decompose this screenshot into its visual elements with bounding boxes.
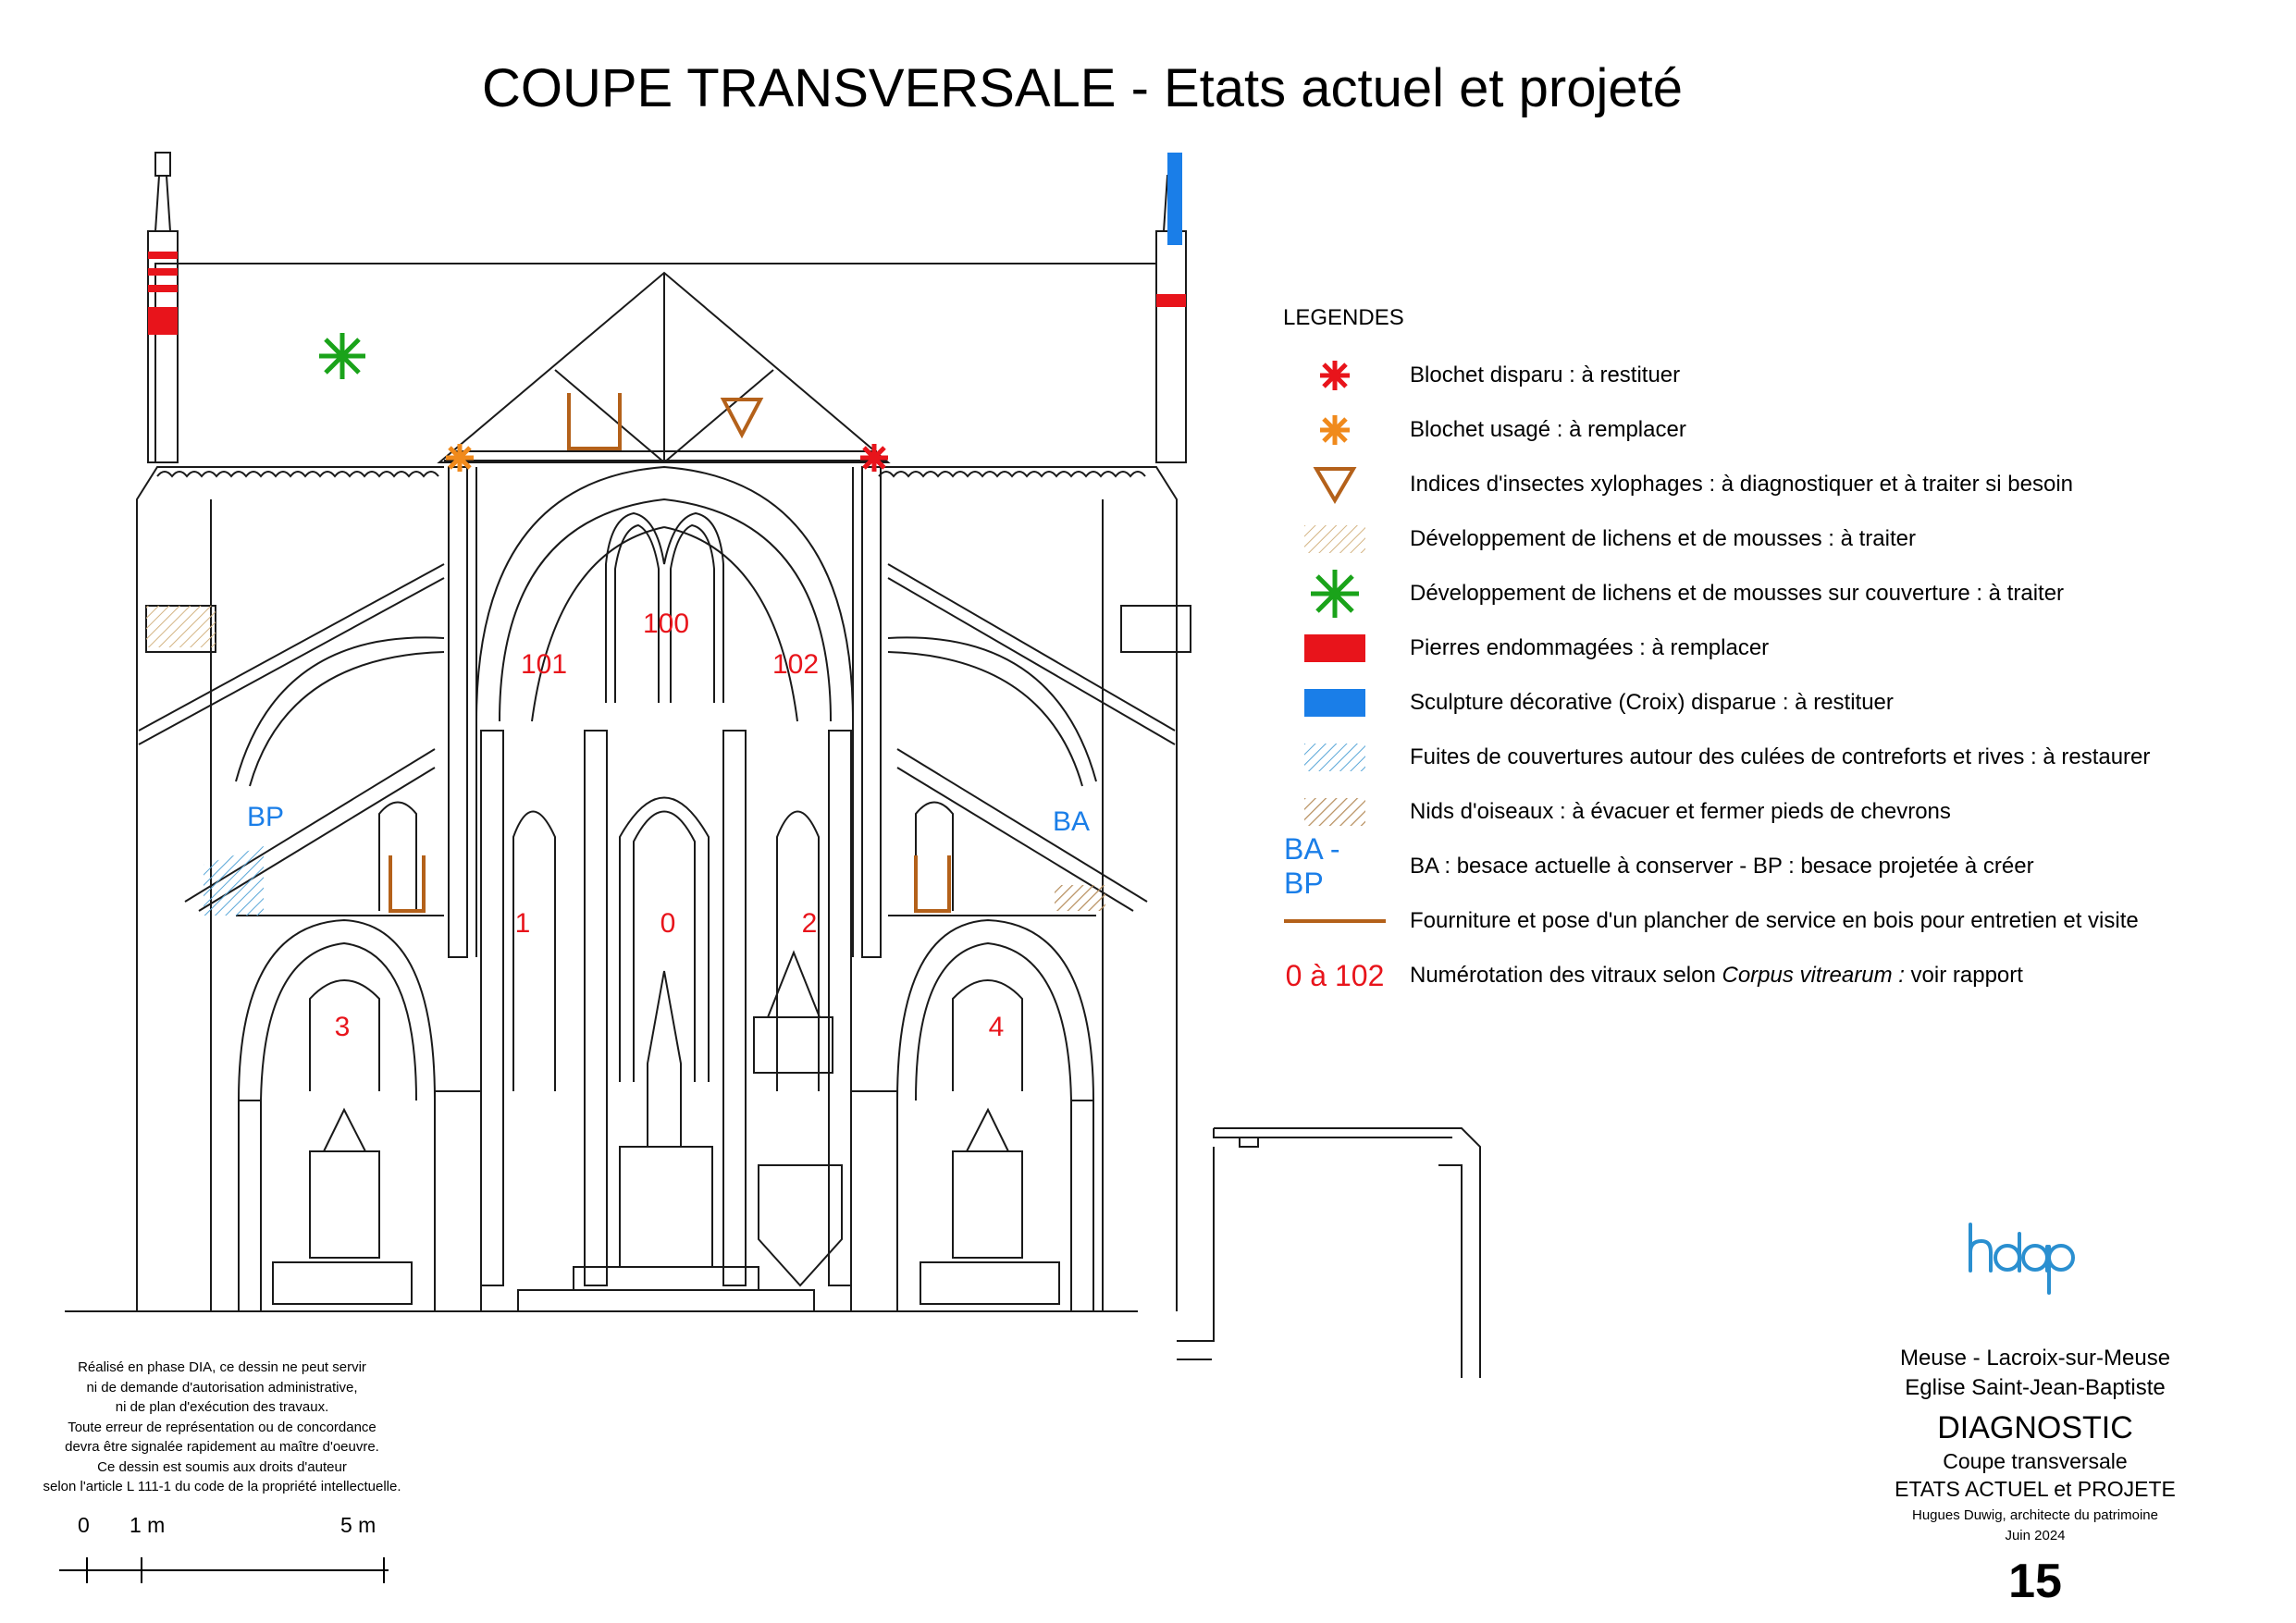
- scale-bar: 0 1 m 5 m: [56, 1513, 407, 1596]
- red-block-icon: [1284, 625, 1386, 671]
- legend-item-plancher: Fourniture et pose d'un plancher de serv…: [1284, 898, 2296, 944]
- legend-item-blochet-usage: Blochet usagé : à remplacer: [1284, 407, 2296, 453]
- legend-item-label: Blochet usagé : à remplacer: [1410, 417, 1686, 442]
- green-asterisk-icon: [1284, 570, 1386, 618]
- orange-asterisk-icon: [1284, 407, 1386, 453]
- cross-section-drawing: 100 101 102 0 1 2 3 4 BP BA: [65, 152, 1481, 1378]
- legend-item-pierres: Pierres endommagées : à remplacer: [1284, 625, 2296, 671]
- legend-item-lichens: Développement de lichens et de mousses :…: [1284, 516, 2296, 562]
- legend-heading: LEGENDES: [1283, 305, 1404, 330]
- window-number-100: 100: [643, 609, 689, 639]
- beige-hatch-icon: [1284, 516, 1386, 562]
- blue-hatch-icon: [1284, 734, 1386, 781]
- window-number-1: 1: [515, 908, 531, 939]
- brown-hatch-icon: [1284, 789, 1386, 835]
- legend-item-numerotation: 0 à 102 Numérotation des vitraux selon C…: [1284, 953, 2296, 999]
- legend-item-label: Fourniture et pose d'un plancher de serv…: [1410, 908, 2139, 933]
- tb-location: Meuse - Lacroix-sur-Meuse: [1899, 1346, 2171, 1371]
- brown-triangle-icon: [1284, 461, 1386, 508]
- legend-item-label: Développement de lichens et de mousses s…: [1410, 581, 2065, 606]
- window-number-0: 0: [660, 908, 676, 939]
- legend-item-blochet-disparu: Blochet disparu : à restituer: [1284, 352, 2296, 399]
- window-number-101: 101: [521, 649, 567, 680]
- legend-item-label: BA : besace actuelle à conserver - BP : …: [1410, 854, 2034, 879]
- legend-item-sculpture: Sculpture décorative (Croix) disparue : …: [1284, 680, 2296, 726]
- hdap-logo: [1961, 1221, 2081, 1295]
- scale-label-five: 5 m: [340, 1513, 376, 1537]
- window-number-2: 2: [802, 908, 818, 939]
- besace-right-label: BA: [1053, 806, 1090, 837]
- tb-author: Hugues Duwig, architecte du patrimoine: [1912, 1507, 2158, 1523]
- besace-left-label: BP: [247, 802, 284, 832]
- legend-item-besace: BA - BP BA : besace actuelle à conserver…: [1284, 832, 2296, 900]
- legend-item-label: Fuites de couvertures autour des culées …: [1410, 744, 2151, 769]
- legend-item-label: Sculpture décorative (Croix) disparue : …: [1410, 690, 1894, 715]
- legend-item-label: Numérotation des vitraux selon Corpus vi…: [1410, 963, 2023, 988]
- tb-date: Juin 2024: [2005, 1528, 2066, 1543]
- legend-item-label: Blochet disparu : à restituer: [1410, 363, 1681, 387]
- legend-item-lichens-couverture: Développement de lichens et de mousses s…: [1284, 570, 2296, 618]
- tb-sheet-number: 15: [2008, 1555, 2062, 1608]
- legend-item-label: Pierres endommagées : à remplacer: [1410, 635, 1770, 660]
- tb-state: ETATS ACTUEL et PROJETE: [1895, 1477, 2176, 1501]
- window-number-102: 102: [772, 649, 819, 680]
- legend-item-label: Indices d'insectes xylophages : à diagno…: [1410, 472, 2073, 497]
- scale-label-one: 1 m: [130, 1513, 166, 1537]
- red-asterisk-icon: [1284, 352, 1386, 399]
- legend-item-xylophages: Indices d'insectes xylophages : à diagno…: [1284, 461, 2296, 508]
- green-asterisk-marker: [319, 333, 365, 379]
- range-code: 0 à 102: [1285, 958, 1385, 992]
- window-number-4: 4: [989, 1012, 1005, 1042]
- tb-phase: DIAGNOSTIC: [1937, 1410, 2133, 1445]
- tb-building: Eglise Saint-Jean-Baptiste: [1905, 1375, 2166, 1400]
- legend-item-label: Nids d'oiseaux : à évacuer et fermer pie…: [1410, 799, 1951, 824]
- scale-label-zero: 0: [78, 1513, 90, 1537]
- disclaimer: Réalisé en phase DIA, ce dessin ne peut …: [43, 1359, 401, 1494]
- blue-block-icon: [1284, 680, 1386, 726]
- ba-bp-code: BA - BP: [1284, 832, 1340, 900]
- legend-item-label: Développement de lichens et de mousses :…: [1410, 526, 1916, 551]
- legend-item-fuites: Fuites de couvertures autour des culées …: [1284, 734, 2296, 781]
- tb-drawing: Coupe transversale: [1943, 1449, 2128, 1473]
- brown-line-icon: [1284, 898, 1386, 944]
- sheet-title: COUPE TRANSVERSALE - Etats actuel et pro…: [481, 58, 1683, 118]
- legend-item-nids: Nids d'oiseaux : à évacuer et fermer pie…: [1284, 789, 2296, 835]
- window-number-3: 3: [335, 1012, 351, 1042]
